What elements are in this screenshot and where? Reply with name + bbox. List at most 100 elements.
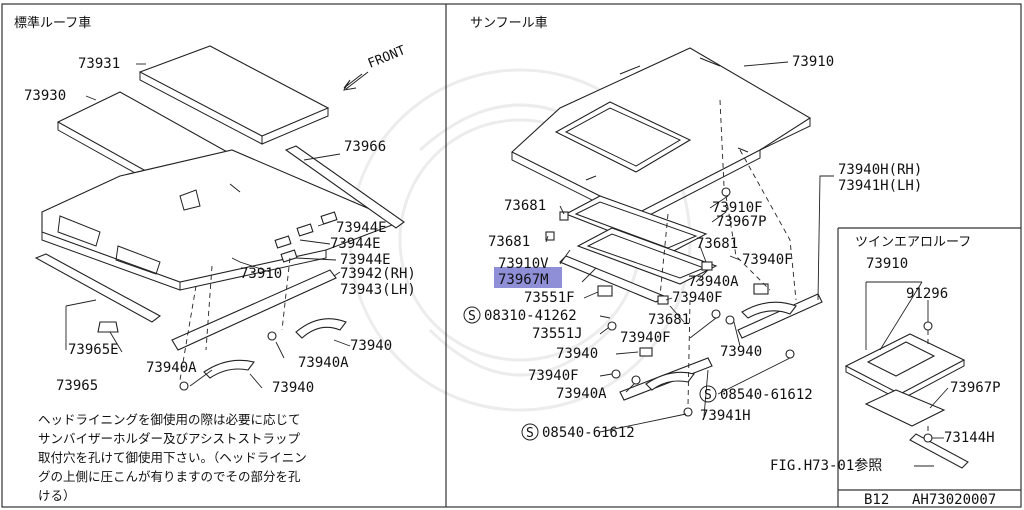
label-73967p-twin: 73967P xyxy=(950,380,1001,396)
label-73930: 73930 xyxy=(24,88,66,104)
grip-bracket-73940a-a xyxy=(267,331,277,341)
label-73940-upper: 73940 xyxy=(350,338,392,354)
grip-bracket-73940a-b xyxy=(179,381,189,391)
label-73940a-right: 73940A xyxy=(298,355,349,371)
label-73941h-lh: 73941H(LH) xyxy=(838,178,922,194)
section-title-sunroof: サンフール車 xyxy=(470,16,548,31)
clip-91296 xyxy=(923,321,933,331)
screw-73910f xyxy=(721,187,731,197)
label-08310-41262: 08310-41262 xyxy=(484,308,577,324)
note-line-4: グの上側に圧こんが有りますのでその部分を孔 xyxy=(38,469,301,484)
left-part-numbers: 73931 73930 73966 73944E 73944E 73944E 7… xyxy=(24,56,416,396)
inset-parts-drawing xyxy=(844,321,969,469)
label-73940h-rh: 73940H(RH) xyxy=(838,162,922,178)
note-line-3: 取付穴を孔けて御使用下さい。（ヘッドライニン xyxy=(38,450,307,465)
label-73940a-left-c: 73940A xyxy=(556,386,607,402)
inset-part-numbers: 73910 91296 73967P 73144H FIG.H73-01参照 xyxy=(770,256,1001,474)
label-73940-lower: 73940 xyxy=(272,380,314,396)
clip-73944e-a xyxy=(320,211,338,225)
clip-73944e-b xyxy=(296,223,314,237)
frame-73967m xyxy=(576,227,718,285)
front-label: FRONT xyxy=(366,43,408,72)
rail-73965 xyxy=(34,253,162,323)
label-73940f-c: 73940F xyxy=(528,368,579,384)
screw-symbol-08540-b-text: S xyxy=(704,388,712,403)
front-arrow: FRONT xyxy=(343,43,408,91)
left-leaders xyxy=(65,63,351,389)
section-title-twin-aero-roof: ツインエアロルーフ xyxy=(855,235,971,250)
label-73681-d: 73681 xyxy=(648,312,690,328)
label-91296: 91296 xyxy=(906,286,948,302)
screw-73551j xyxy=(607,321,617,331)
label-73944e-3: 73944E xyxy=(340,252,391,268)
note-line-1: ヘッドライニングを御使用の際は必要に応じて xyxy=(38,412,301,427)
rail-73966 xyxy=(284,145,405,229)
grip-cap-73940f-b xyxy=(711,309,721,319)
label-73944e-2: 73944E xyxy=(330,236,381,252)
label-73944e-1: 73944E xyxy=(336,220,387,236)
rail-73942 xyxy=(171,269,337,351)
clip-73551f xyxy=(597,285,613,297)
assist-grip-73940-center xyxy=(645,371,695,391)
installation-note: ヘッドライニングを御使用の際は必要に応じて サンバイザーホルダー及びアシストスト… xyxy=(38,412,307,503)
label-73910f: 73910F xyxy=(712,200,763,216)
clip-73681-a xyxy=(545,231,555,241)
center-parts-drawing xyxy=(511,47,823,417)
label-73910-left: 73910 xyxy=(240,266,282,282)
label-73940-right: 73940 xyxy=(720,344,762,360)
grip-end-73940-left xyxy=(639,347,653,357)
label-73940f-d: 73940F xyxy=(620,330,671,346)
note-line-5: ける） xyxy=(38,488,76,503)
label-73910-sunroof: 73910 xyxy=(792,54,834,70)
label-73965: 73965 xyxy=(56,378,98,394)
label-73966: 73966 xyxy=(344,139,386,155)
inset-leaders xyxy=(865,281,949,467)
highlight-73967 xyxy=(494,267,562,288)
assist-grip-73940-lower xyxy=(203,359,255,379)
clip-73144h xyxy=(923,433,933,443)
outer-frame xyxy=(1,3,1022,508)
clip-73965e xyxy=(97,321,119,333)
label-73931: 73931 xyxy=(78,56,120,72)
grip-end-73940a-right xyxy=(753,283,769,295)
clip-73944e-c xyxy=(274,235,292,249)
label-08540-61612-a: 08540-61612 xyxy=(542,425,635,441)
label-73681-a: 73681 xyxy=(504,198,546,214)
footer-code: AH73020007 xyxy=(912,492,996,508)
screw-08540-right xyxy=(785,349,795,359)
label-73943-lh: 73943(LH) xyxy=(340,282,416,298)
label-73941h: 73941H xyxy=(700,408,751,424)
screw-symbol-08540-a xyxy=(521,423,539,441)
label-73144h: 73144H xyxy=(944,430,995,446)
clip-73681-d xyxy=(657,295,669,305)
footer-model: B12 xyxy=(864,492,889,508)
grip-end-73940a-left xyxy=(631,375,641,385)
center-part-numbers: 73910 73681 73681 73910V 73967M 73551F S… xyxy=(463,54,922,441)
screw-symbol-08540-b xyxy=(699,385,717,403)
label-73940a-right-c: 73940A xyxy=(688,274,739,290)
section-title-standard-roof: 標準ルーフ車 xyxy=(14,15,91,31)
twin-aero-opening xyxy=(866,341,936,377)
label-73940-center: 73940 xyxy=(556,346,598,362)
label-73681-c: 73681 xyxy=(696,236,738,252)
frame-73967p-twin xyxy=(864,389,946,427)
label-73910-twin: 73910 xyxy=(866,256,908,272)
inset-frame xyxy=(837,227,1021,507)
grip-cap-73940f-a xyxy=(725,315,735,325)
headlining-73910-left xyxy=(41,149,402,283)
grip-cap-73940f-c xyxy=(611,369,621,379)
label-73942-rh: 73942(RH) xyxy=(340,266,416,282)
center-leaders xyxy=(545,61,834,433)
strip-73144h xyxy=(909,433,969,469)
note-line-2: サンバイザーホルダー及びアシストストラップ xyxy=(38,431,301,446)
label-73967m: 73967M xyxy=(498,272,549,288)
label-73940f-b: 73940F xyxy=(672,290,723,306)
label-73910v: 73910V xyxy=(498,256,549,272)
label-73551f: 73551F xyxy=(524,290,575,306)
label-73551j: 73551J xyxy=(532,326,583,342)
label-fig-h73-01: FIG.H73-01参照 xyxy=(770,457,882,474)
assist-grip-73940-upper xyxy=(295,318,347,339)
footer: B12 AH73020007 xyxy=(864,492,996,508)
assist-grip-73940-right xyxy=(741,301,797,319)
clip-73681-b xyxy=(559,211,569,221)
